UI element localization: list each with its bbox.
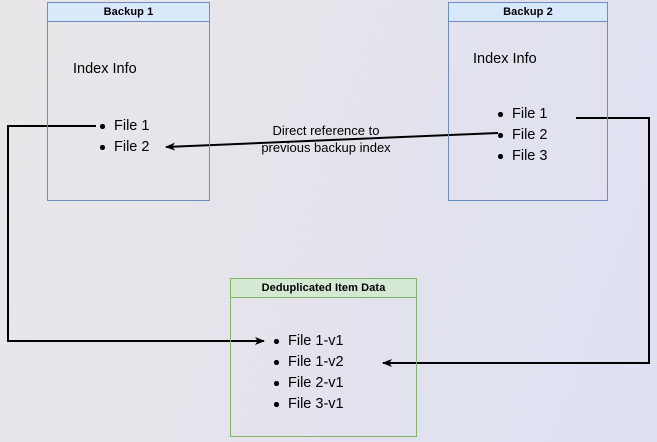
backup2-file-label: File 1 [512, 106, 548, 122]
backup1-file-label: File 1 [114, 118, 150, 134]
list-item[interactable]: File 1 [498, 104, 547, 125]
list-item[interactable]: File 2 [100, 137, 149, 158]
dedup-file-label: File 2-v1 [288, 375, 344, 391]
backup1-header-label: Backup 1 [103, 6, 154, 18]
list-item[interactable]: File 2-v1 [274, 373, 344, 394]
list-item[interactable]: File 3-v1 [274, 394, 344, 415]
backup2-file-label: File 2 [512, 127, 548, 143]
backup1-file-list: File 1 File 2 [100, 116, 149, 158]
dedup-file-label: File 3-v1 [288, 396, 344, 412]
list-item[interactable]: File 1 [100, 116, 149, 137]
edge-backup2-to-dedup [382, 117, 650, 367]
dedup-file-label: File 1-v2 [288, 354, 344, 370]
backup1-box[interactable] [47, 21, 210, 201]
list-item[interactable]: File 1-v2 [274, 352, 344, 373]
list-item[interactable]: File 3 [498, 146, 547, 167]
backup2-header[interactable]: Backup 2 [448, 2, 608, 22]
backup1-file-label: File 2 [114, 139, 150, 155]
backup2-index-info-label: Index Info [473, 51, 537, 67]
dedup-file-list: File 1-v1 File 1-v2 File 2-v1 File 3-v1 [274, 331, 344, 415]
edge-backup1-to-dedup [7, 125, 265, 345]
backup1-index-info-label: Index Info [73, 61, 137, 77]
edge-backup2-to-backup1-reference [165, 132, 499, 151]
dedup-header[interactable]: Deduplicated Item Data [230, 278, 417, 298]
backup2-file-list: File 1 File 2 File 3 [498, 104, 547, 167]
backup2-file-label: File 3 [512, 148, 548, 164]
backup2-header-label: Backup 2 [503, 6, 553, 18]
backup1-header[interactable]: Backup 1 [47, 2, 210, 22]
list-item[interactable]: File 1-v1 [274, 331, 344, 352]
direct-reference-caption: Direct reference to previous backup inde… [261, 123, 391, 155]
dedup-file-label: File 1-v1 [288, 333, 344, 349]
dedup-header-label: Deduplicated Item Data [261, 282, 386, 294]
list-item[interactable]: File 2 [498, 125, 547, 146]
